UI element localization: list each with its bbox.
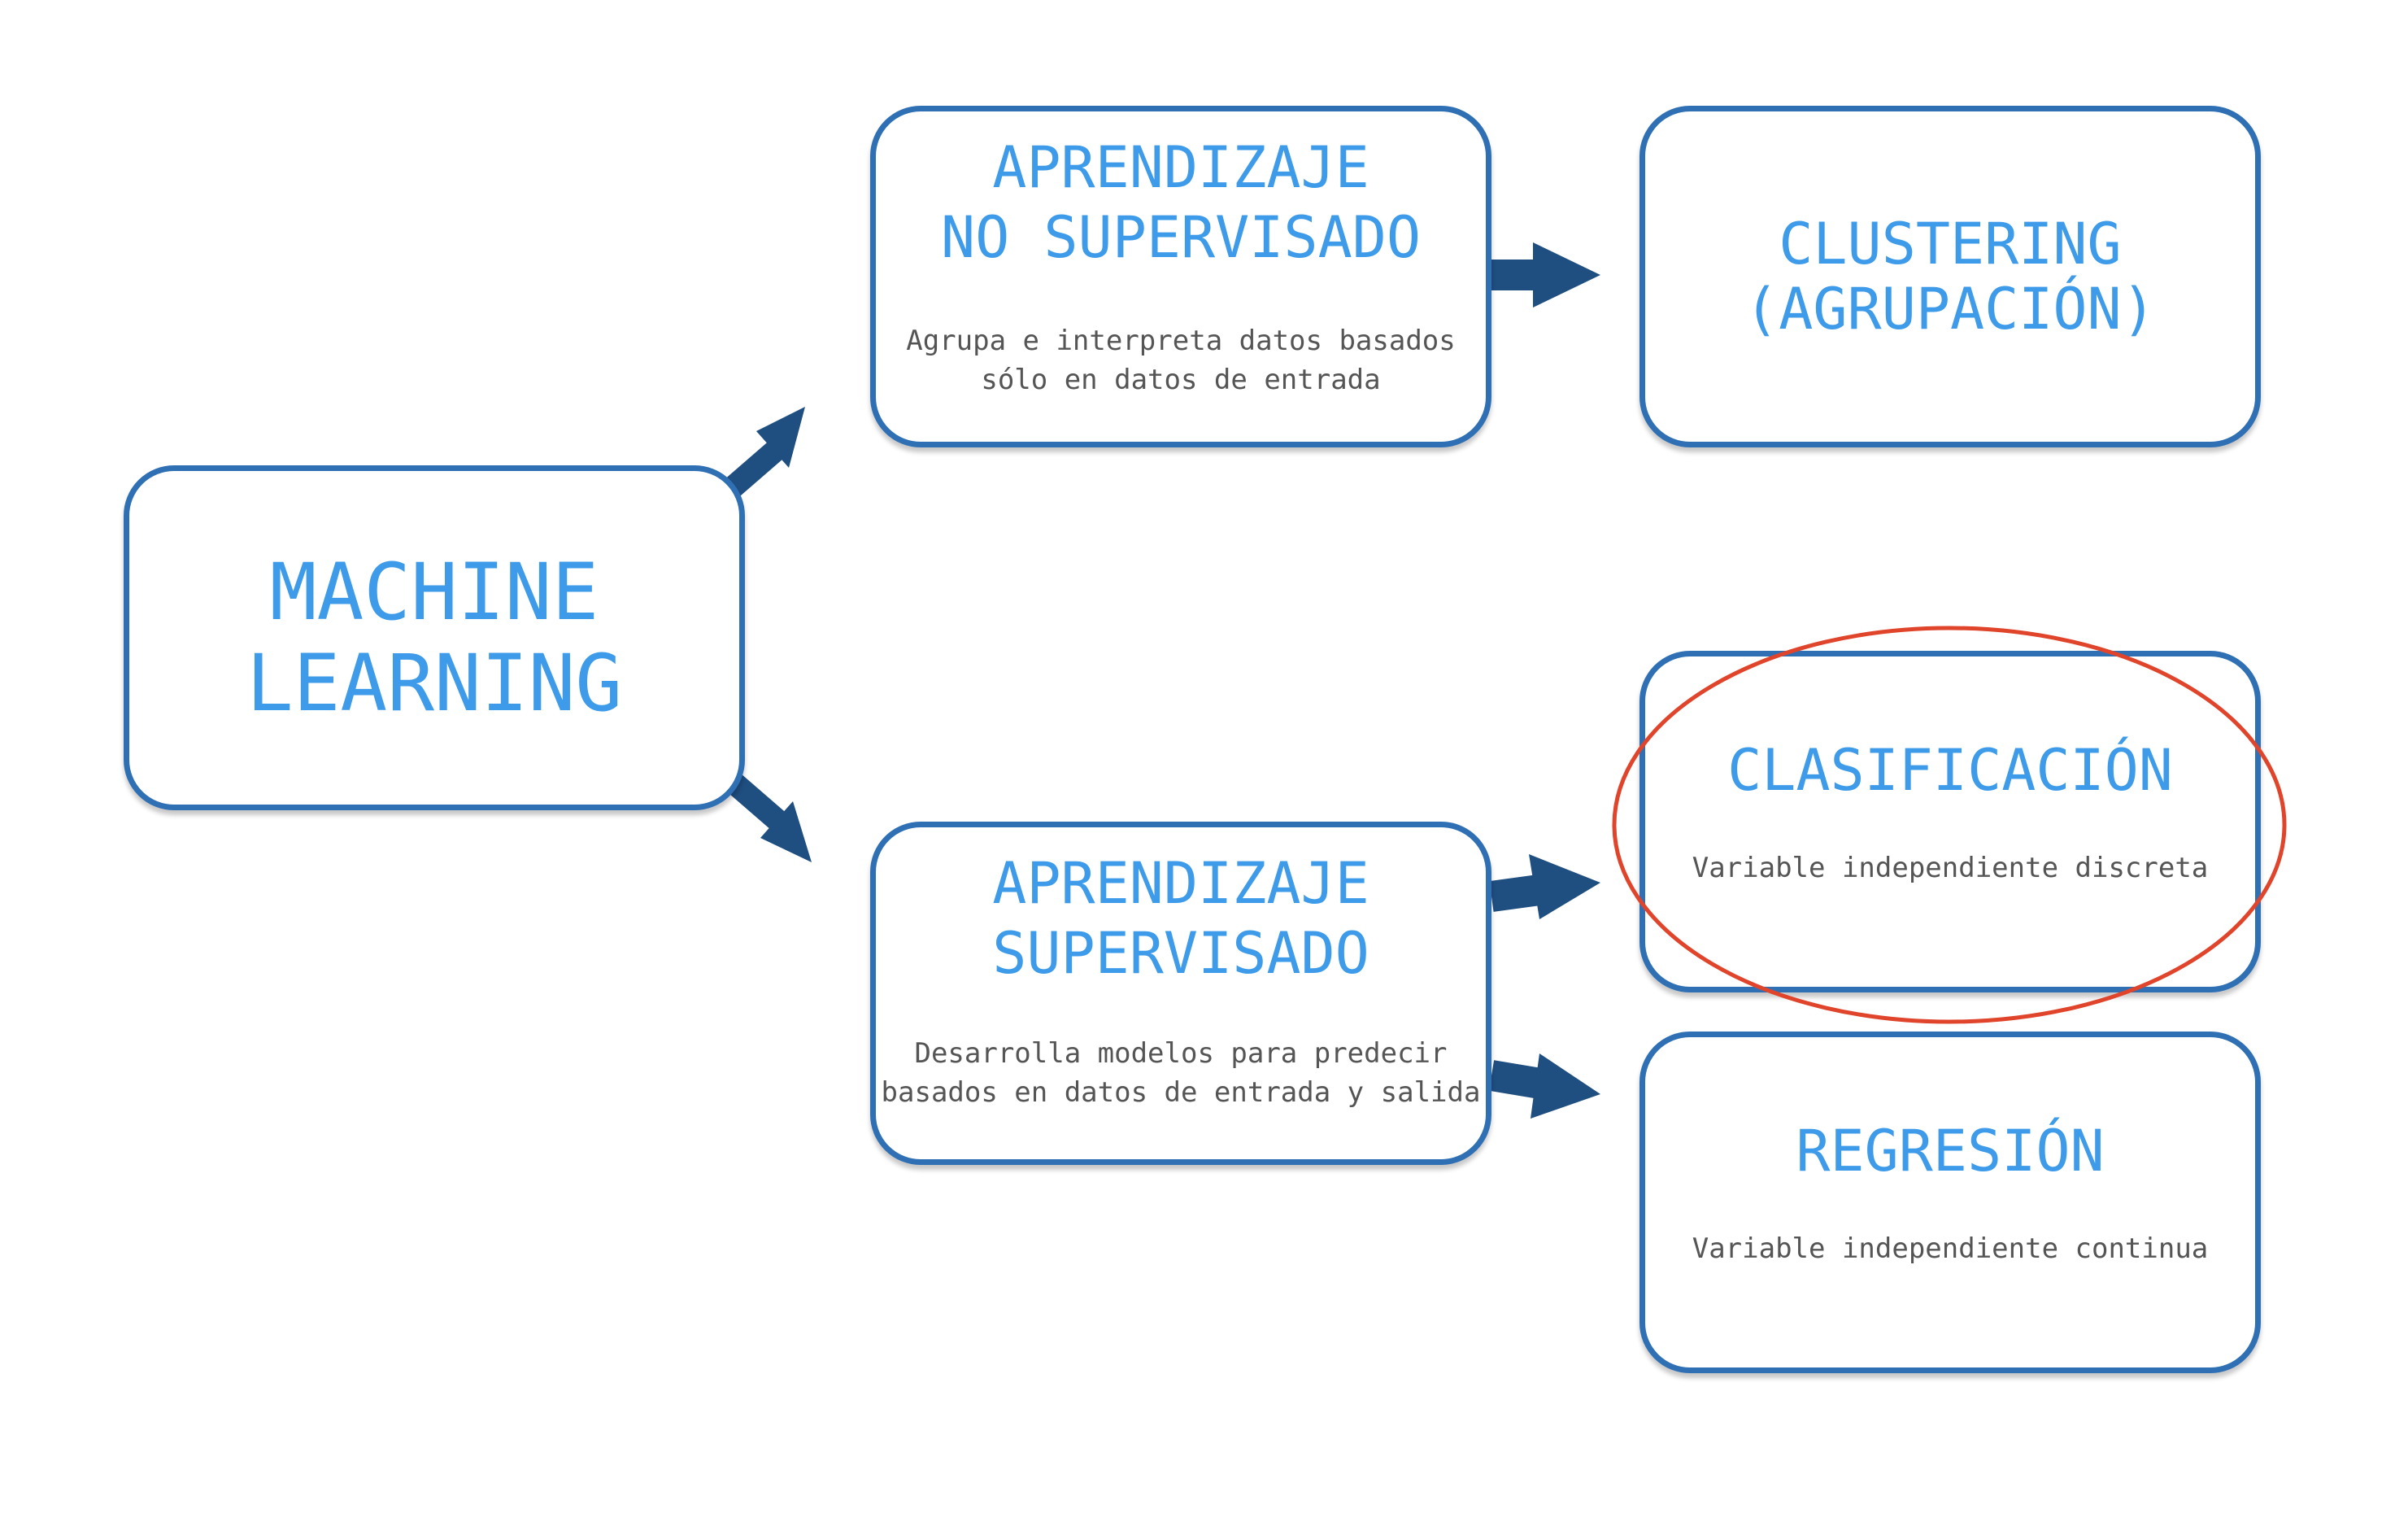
- node-title: CLASIFICACIÓN: [1727, 737, 2173, 804]
- node-title: APRENDIZAJE NO SUPERVISADO: [940, 134, 1421, 271]
- node-clasificacion: CLASIFICACIÓN Variable independiente dis…: [1639, 651, 2261, 992]
- node-description: Variable independiente continua: [1692, 1232, 2209, 1265]
- node-description: Desarrolla modelos para predecir basados…: [881, 1037, 1481, 1109]
- node-title: CLUSTERING (AGRUPACIÓN): [1744, 211, 2156, 342]
- node-title: REGRESIÓN: [1796, 1118, 2105, 1184]
- highlight-ellipse: [1612, 626, 2287, 1024]
- node-machine-learning: MACHINE LEARNING: [124, 465, 745, 810]
- node-title: APRENDIZAJE SUPERVISADO: [992, 850, 1369, 987]
- node-aprendizaje-supervisado: APRENDIZAJE SUPERVISADO Desarrolla model…: [870, 822, 1491, 1165]
- node-title: MACHINE LEARNING: [246, 547, 623, 729]
- arrow-supervisado-to-clasificacion: [1489, 854, 1600, 919]
- arrow-ml-to-no-supervisado: [724, 407, 805, 497]
- node-clustering: CLUSTERING (AGRUPACIÓN): [1639, 106, 2261, 447]
- node-aprendizaje-no-supervisado: APRENDIZAJE NO SUPERVISADO Agrupa e inte…: [870, 106, 1491, 447]
- node-regresion: REGRESIÓN Variable independiente continu…: [1639, 1032, 2261, 1373]
- arrow-ml-to-supervisado: [724, 772, 812, 862]
- node-description: Agrupa e interpreta datos basados sólo e…: [906, 325, 1456, 396]
- arrow-no-supervisado-to-clustering: [1491, 242, 1600, 308]
- arrow-supervisado-to-regresion: [1488, 1053, 1600, 1119]
- node-description: Variable independiente discreta: [1692, 852, 2209, 884]
